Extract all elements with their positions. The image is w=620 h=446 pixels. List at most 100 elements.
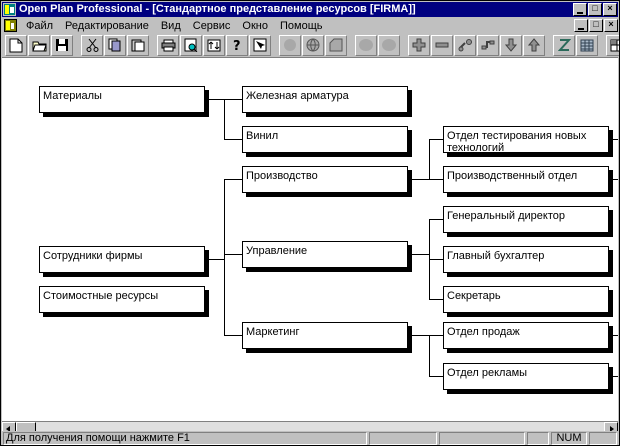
connector-production-bus [429,139,430,180]
menu-file[interactable]: Файл [26,19,54,32]
connector-iron-in [224,99,242,100]
diagram-node-management[interactable]: Управление [242,241,408,268]
connector-accountant-in [429,259,444,260]
menu-help[interactable]: Помощь [279,19,323,32]
move-up-icon[interactable] [523,34,545,56]
zigzag-z-icon[interactable] [553,34,575,56]
diagram-node-general-director[interactable]: Генеральный директор [443,206,609,233]
connector-marketing-bus [429,335,430,376]
menu-bar: Файл Редактирование Вид Сервис Окно Помо… [2,18,618,33]
connector-sales-out [609,335,618,336]
diagram-node-label: Железная арматура [246,90,349,102]
ellipse-icon[interactable] [355,34,377,56]
diagram-node-production-dept[interactable]: Производственный отдел [443,166,609,193]
diagram-node-label: Секретарь [447,290,501,302]
diagram-node-new-tech-dept[interactable]: Отдел тестирования новых технологий [443,126,609,153]
diagram-node-chief-accountant[interactable]: Главный бухгалтер [443,246,609,273]
status-panel-4 [589,432,617,445]
toolbar: ? [2,33,619,58]
print-icon[interactable] [157,34,179,56]
menu-tools[interactable]: Сервис [192,19,231,32]
connector-ads-in [429,376,444,377]
diagram-node-secretary[interactable]: Секретарь [443,286,609,313]
copy-pages-icon[interactable] [104,34,126,56]
connector-proddept-in [429,179,444,180]
diagram-node-label: Маркетинг [246,326,300,338]
status-message: Для получения помощи нажмите F1 [3,432,367,445]
child-minimize-button[interactable] [574,19,588,32]
diagram-node-sales-dept[interactable]: Отдел продаж [443,322,609,349]
status-panel-3 [527,432,549,445]
status-panel-1 [369,432,437,445]
remove-minus-icon[interactable] [431,34,453,56]
open-folder-icon[interactable] [28,34,50,56]
child-restore-button[interactable]: □ [589,19,603,32]
connector-employees-out [205,259,225,260]
diagram-node-label: Материалы [43,90,102,102]
move-down-icon[interactable] [500,34,522,56]
print-preview-icon[interactable] [180,34,202,56]
globe-icon[interactable] [302,34,324,56]
pentagon-shape-icon[interactable] [325,34,347,56]
diagram-node-label: Сотрудники фирмы [43,250,143,262]
connector-employees-bus [224,179,225,336]
status-num-indicator: NUM [551,432,587,445]
diagram-node-cost-resources[interactable]: Стоимостные ресурсы [39,286,205,313]
ellipse-filled-icon[interactable] [378,34,400,56]
circle-filled-icon[interactable] [279,34,301,56]
diagram-node-label: Винил [246,130,279,142]
restore-button[interactable]: □ [588,3,602,16]
diagram-node-label: Стоимостные ресурсы [43,290,159,302]
diagram-node-ads-dept[interactable]: Отдел рекламы [443,363,609,390]
paste-clipboard-icon[interactable] [127,34,149,56]
connector-marketing-out [408,335,430,336]
connector-production-in [224,179,242,180]
menu-view[interactable]: Вид [160,19,181,32]
status-bar: Для получения помощи нажмите F1 NUM [2,431,618,445]
connector-newtech-in [429,139,444,140]
diagram-node-iron-fittings[interactable]: Железная арматура [242,86,408,113]
close-button[interactable]: × [603,3,617,16]
child-window-controls: □ × [573,19,618,32]
window-controls: □ × [572,3,617,16]
menu-window[interactable]: Окно [242,19,268,32]
connector-ads-out [609,376,618,377]
diagram-node-materials[interactable]: Материалы [39,86,205,113]
sort-icon[interactable] [203,34,225,56]
window-title: Open Plan Professional - [Стандартное пр… [19,3,416,15]
title-bar: Open Plan Professional - [Стандартное пр… [2,2,618,17]
connector-management-in [224,254,242,255]
connector-newtech-out [609,139,618,140]
diagram-node-production[interactable]: Производство [242,166,408,193]
connector-production-out [408,179,430,180]
diagram-node-vinyl[interactable]: Винил [242,126,408,153]
minimize-button[interactable] [573,3,587,16]
add-plus-icon[interactable] [408,34,430,56]
cut-scissors-icon[interactable] [81,34,103,56]
diagram-node-employees[interactable]: Сотрудники фирмы [39,246,205,273]
help-question-icon[interactable]: ? [226,34,248,56]
status-panel-2 [439,432,525,445]
connector-materials-out [205,99,225,100]
diagram-node-label: Управление [246,245,308,257]
connector-management-out [408,254,430,255]
connector-marketing-in [224,335,242,336]
save-disk-icon[interactable] [51,34,73,56]
grid-table-icon[interactable] [576,34,598,56]
connector-vinyl-in [224,139,242,140]
diagram-node-marketing[interactable]: Маркетинг [242,322,408,349]
stair-step-icon[interactable] [477,34,499,56]
layout-split-icon[interactable] [606,34,619,56]
child-close-button[interactable]: × [604,19,618,32]
diagram-node-label: Отдел продаж [447,326,520,338]
diagram-node-label: Отдел рекламы [447,367,528,379]
menu-edit[interactable]: Редактирование [65,19,149,32]
new-document-icon[interactable] [5,34,27,56]
document-icon[interactable] [4,19,17,32]
connector-proddept-out [609,179,618,180]
help-arrow-icon[interactable] [249,34,271,56]
link-icon[interactable] [454,34,476,56]
